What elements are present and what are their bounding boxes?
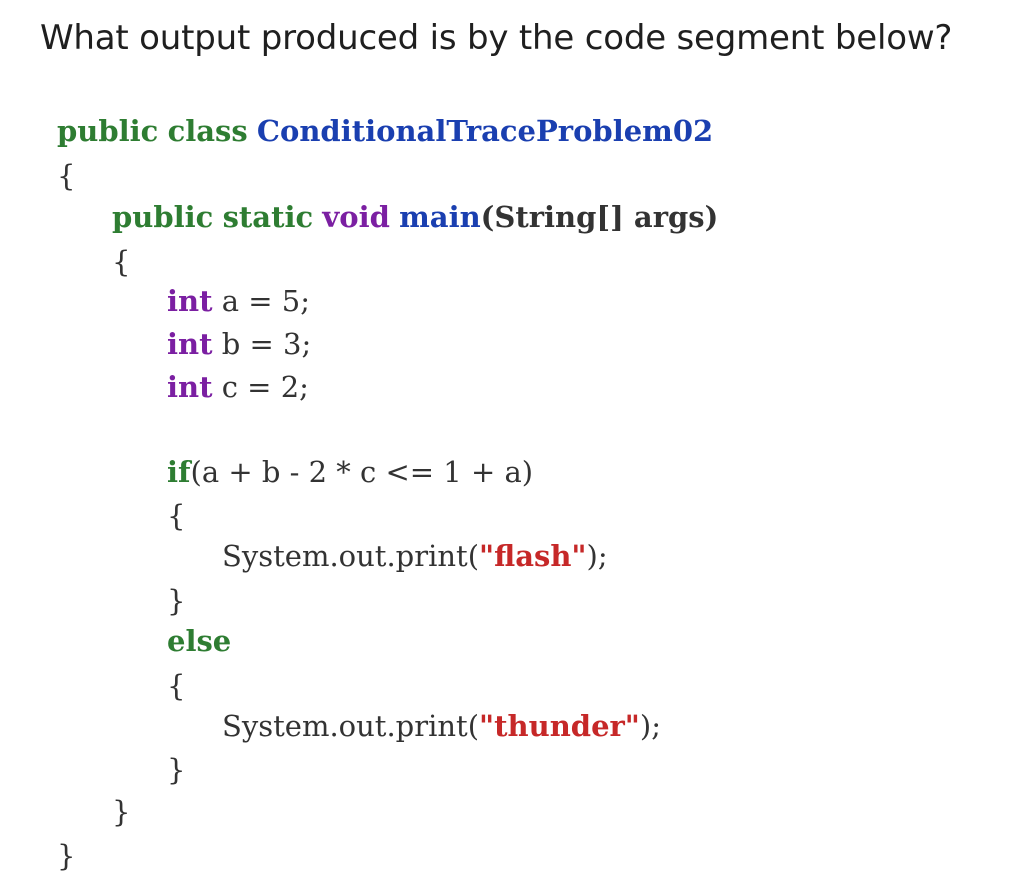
keyword-static: static bbox=[222, 200, 314, 234]
decl-c-text: c = 2; bbox=[212, 370, 309, 404]
keyword-void: void bbox=[322, 200, 390, 234]
main-close-brace: } bbox=[112, 795, 131, 829]
if-close-brace: } bbox=[167, 584, 186, 618]
class-name: ConditionalTraceProblem02 bbox=[256, 114, 714, 148]
keyword-else: else bbox=[167, 624, 232, 658]
string-literal-thunder: "thunder" bbox=[479, 709, 640, 743]
code-line-decl-a: int a = 5; bbox=[167, 287, 310, 316]
keyword-public: public bbox=[57, 114, 159, 148]
code-line-main-signature: public static void main(String[] args) bbox=[112, 203, 718, 232]
print-call: System.out.print( bbox=[222, 709, 480, 743]
method-name: main bbox=[399, 200, 481, 234]
if-open-brace: { bbox=[167, 499, 186, 533]
print-close: ); bbox=[639, 709, 661, 743]
code-line-print-flash: System.out.print("flash"); bbox=[222, 542, 608, 571]
else-close-brace: } bbox=[167, 753, 186, 787]
question-text: What output produced is by the code segm… bbox=[40, 18, 953, 58]
keyword-int: int bbox=[167, 327, 213, 361]
keyword-class: class bbox=[167, 114, 248, 148]
print-close: ); bbox=[586, 539, 608, 573]
decl-b-text: b = 3; bbox=[212, 327, 312, 361]
code-line-if: if(a + b - 2 * c <= 1 + a) bbox=[167, 458, 533, 487]
print-call: System.out.print( bbox=[222, 539, 480, 573]
class-open-brace: { bbox=[57, 159, 76, 193]
else-open-brace: { bbox=[167, 669, 186, 703]
code-line-decl-c: int c = 2; bbox=[167, 373, 309, 402]
code-line-class-declaration: public class ConditionalTraceProblem02 bbox=[57, 117, 713, 146]
keyword-if: if bbox=[167, 455, 191, 489]
keyword-public: public bbox=[112, 200, 214, 234]
main-open-brace: { bbox=[112, 245, 131, 279]
code-line-decl-b: int b = 3; bbox=[167, 330, 311, 359]
class-close-brace: } bbox=[57, 839, 76, 873]
keyword-int: int bbox=[167, 370, 213, 404]
keyword-int: int bbox=[167, 284, 213, 318]
decl-a-text: a = 5; bbox=[212, 284, 310, 318]
method-params: (String[] args) bbox=[480, 200, 719, 234]
string-literal-flash: "flash" bbox=[479, 539, 587, 573]
if-condition: (a + b - 2 * c <= 1 + a) bbox=[190, 455, 534, 489]
code-line-print-thunder: System.out.print("thunder"); bbox=[222, 712, 661, 741]
